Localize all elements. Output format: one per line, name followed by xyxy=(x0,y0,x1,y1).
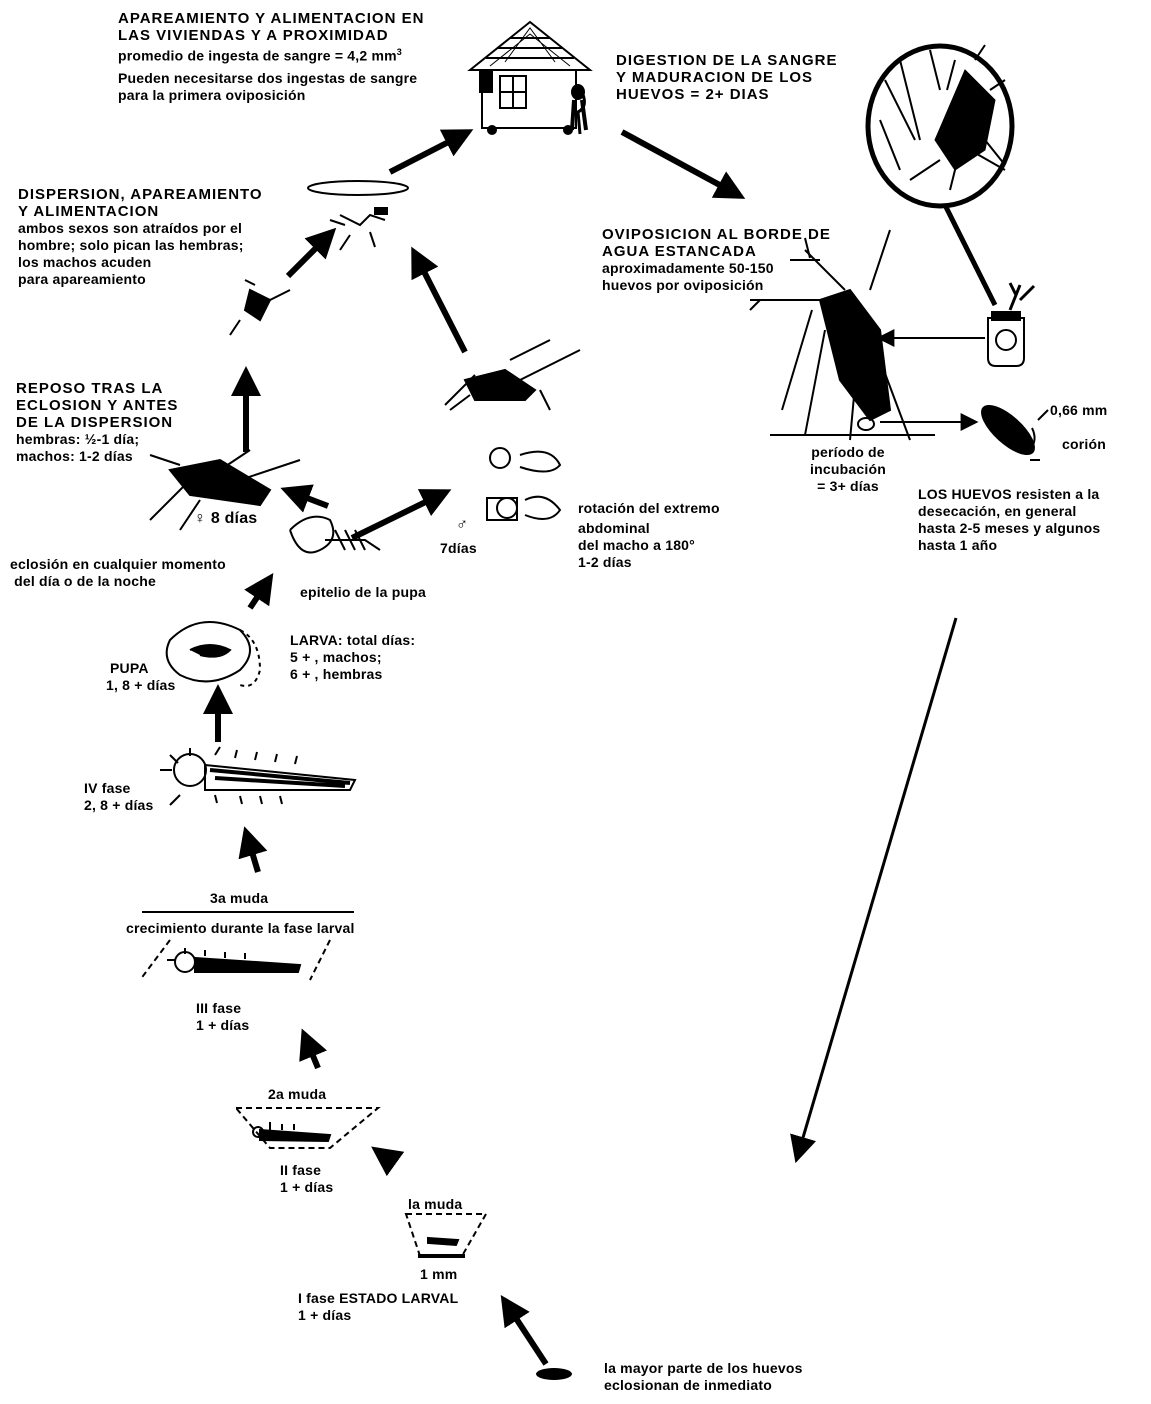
pupa-epithelium-label: epitelio de la pupa xyxy=(300,584,426,600)
rest-heading-line-2: ECLOSION Y ANTES xyxy=(16,397,179,414)
oviposition-body-line-1: aproximadamente 50-150 xyxy=(602,260,774,276)
larva-phase-3 xyxy=(139,939,331,981)
larva-total-line-3: 6 + , hembras xyxy=(290,666,383,682)
mating-feeding-heading-line-1: APAREAMIENTO Y ALIMENTACION EN xyxy=(118,10,425,27)
eggs-resist-label: LOS HUEVOS resisten a la desecación, en … xyxy=(918,486,1100,554)
pupa-line-1: PUPA xyxy=(110,660,149,676)
phase-3-line-2: 1 + días xyxy=(196,1017,250,1033)
digestion-line-2: Y MADURACION DE LOS xyxy=(616,69,814,86)
incubation-label: período de incubación = 3+ días xyxy=(800,444,896,495)
flying-mosquitoes xyxy=(229,180,409,336)
dispersion-body-line-2: hombre; solo pican las hembras; xyxy=(18,237,244,253)
eggs-resist-line-3: hasta 2-5 meses y algunos xyxy=(918,520,1101,536)
rest-body-line-1: hembras: ½-1 día; xyxy=(16,431,140,447)
digestion-label: DIGESTION DE LA SANGRE Y MADURACION DE L… xyxy=(616,52,837,103)
molt-3-label: 3a muda xyxy=(210,890,269,906)
pupa-line-2: 1, 8 + días xyxy=(106,677,176,693)
digestion-line-1: DIGESTION DE LA SANGRE xyxy=(616,52,838,69)
most-eggs-label: la mayor parte de los huevos eclosionan … xyxy=(604,1360,803,1394)
digestion-line-3: HUEVOS = 2+ DIAS xyxy=(616,86,770,103)
eclosion-line-1: eclosión en cualquier momento xyxy=(10,556,226,572)
phase-3-label: III fase 1 + días xyxy=(196,1000,249,1034)
molt-2-label: 2a muda xyxy=(268,1086,327,1102)
egg-size-label: 0,66 mm xyxy=(1050,402,1108,418)
two-meals-note-line-2: para la primera oviposición xyxy=(118,87,306,103)
dispersion-body-line-1: ambos sexos son atraídos por el xyxy=(18,220,243,236)
molt-3-rule xyxy=(142,911,354,913)
phase-1-label: I fase ESTADO LARVAL 1 + días xyxy=(298,1290,458,1324)
egg-illustration xyxy=(880,404,1049,461)
phase-2-line-2: 1 + días xyxy=(280,1179,334,1195)
mating-feeding-heading: APAREAMIENTO Y ALIMENTACION EN LAS VIVIE… xyxy=(118,10,424,44)
cycle-arrows xyxy=(203,129,746,1366)
rotation-line-4: 1-2 días xyxy=(578,554,632,570)
one-mm-label: 1 mm xyxy=(420,1266,458,1282)
rotation-line-1: rotación del extremo xyxy=(578,500,720,516)
larva-total-label: LARVA: total días: 5 + , machos; 6 + , h… xyxy=(290,632,415,683)
incubation-line-3: = 3+ días xyxy=(817,478,879,494)
oviposition-body-line-2: huevos por oviposición xyxy=(602,277,764,293)
dispersion-body-line-3: los machos acuden xyxy=(18,254,152,270)
mating-feeding-heading-line-2: LAS VIVIENDAS Y A PROXIMIDAD xyxy=(118,27,389,44)
female-adult-mosquito xyxy=(149,449,381,554)
vial-illustration xyxy=(987,282,1036,367)
most-eggs-line-1: la mayor parte de los huevos xyxy=(604,1360,803,1376)
blood-intake-unit-exponent: 3 xyxy=(396,47,402,57)
growth-label: crecimiento durante la fase larval xyxy=(126,920,355,936)
incubation-line-1: período de xyxy=(811,444,885,460)
rest-body-line-2: machos: 1-2 días xyxy=(16,448,133,464)
larva-phase-4 xyxy=(160,746,357,806)
dispersion-heading-line-2: Y ALIMENTACION xyxy=(18,203,160,220)
eclosion-line-2: del día o de la noche xyxy=(10,573,156,589)
dispersion-body-line-4: para apareamiento xyxy=(18,271,146,287)
most-eggs-line-2: eclosionan de inmediato xyxy=(604,1377,772,1393)
chorion-label: corión xyxy=(1062,436,1106,452)
phase-2-label: II fase 1 + días xyxy=(280,1162,333,1196)
egg-icon xyxy=(536,1368,572,1380)
eclosion-label: eclosión en cualquier momento del día o … xyxy=(10,556,226,590)
rotation-line-3: del macho a 180° xyxy=(578,537,695,553)
incubation-line-2: incubación xyxy=(810,461,886,477)
two-meals-note-line-1: Pueden necesitarse dos ingestas de sangr… xyxy=(118,70,418,86)
ovipositing-mosquito xyxy=(749,229,935,441)
two-meals-note: Pueden necesitarse dos ingestas de sangr… xyxy=(118,70,417,104)
oviposition-label: OVIPOSICION AL BORDE DE AGUA ESTANCADA a… xyxy=(602,226,831,294)
phase-4-line-2: 2, 8 + días xyxy=(84,797,154,813)
long-return-arrow xyxy=(790,617,958,1164)
larva-total-line-1: LARVA: total días: xyxy=(290,632,416,648)
male-days-label: 7días xyxy=(440,540,477,556)
magnified-feeding-mosquito xyxy=(865,43,1015,307)
eggs-resist-line-2: desecación, en general xyxy=(918,503,1077,519)
emerging-adult-mosquito xyxy=(444,339,581,521)
female-days-label: ♀ 8 días xyxy=(194,510,258,527)
phase-1-line-1: I fase ESTADO LARVAL xyxy=(298,1290,459,1306)
eggs-resist-line-4: hasta 1 año xyxy=(918,537,998,553)
phase-4-label: IV fase 2, 8 + días xyxy=(84,780,154,814)
rest-heading-line-1: REPOSO TRAS LA xyxy=(16,380,164,397)
larva-phase-2 xyxy=(233,1107,381,1149)
pupa-illustration xyxy=(165,621,262,687)
male-symbol: ♂ xyxy=(456,516,469,533)
blood-intake-value: promedio de ingesta de sangre = 4,2 mm xyxy=(118,47,397,64)
pupa-label: PUPA 1, 8 + días xyxy=(106,660,176,694)
molt-1-label: la muda xyxy=(408,1196,463,1212)
phase-3-line-1: III fase xyxy=(196,1000,242,1016)
larva-total-line-2: 5 + , machos; xyxy=(290,649,382,665)
oviposition-heading-line-1: OVIPOSICION AL BORDE DE xyxy=(602,226,831,243)
phase-4-line-1: IV fase xyxy=(84,780,131,796)
dispersion-heading-line-1: DISPERSION, APAREAMIENTO xyxy=(18,186,263,203)
phase-1-line-2: 1 + días xyxy=(298,1307,352,1323)
rotation-line-2: abdominal xyxy=(578,520,650,536)
rest-heading-line-3: DE LA DISPERSION xyxy=(16,414,174,431)
house-illustration xyxy=(467,20,593,135)
dispersion-label: DISPERSION, APAREAMIENTO Y ALIMENTACION … xyxy=(18,186,263,288)
phase-2-line-1: II fase xyxy=(280,1162,322,1178)
rotation-label: rotación del extremo abdominal del macho… xyxy=(578,500,720,571)
rest-label: REPOSO TRAS LA ECLOSION Y ANTES DE LA DI… xyxy=(16,380,178,465)
larva-phase-1 xyxy=(404,1213,488,1258)
eggs-resist-line-1: LOS HUEVOS resisten a la xyxy=(918,486,1100,502)
oviposition-heading-line-2: AGUA ESTANCADA xyxy=(602,243,757,260)
blood-intake-text: promedio de ingesta de sangre = 4,2 mm3 xyxy=(118,44,402,65)
